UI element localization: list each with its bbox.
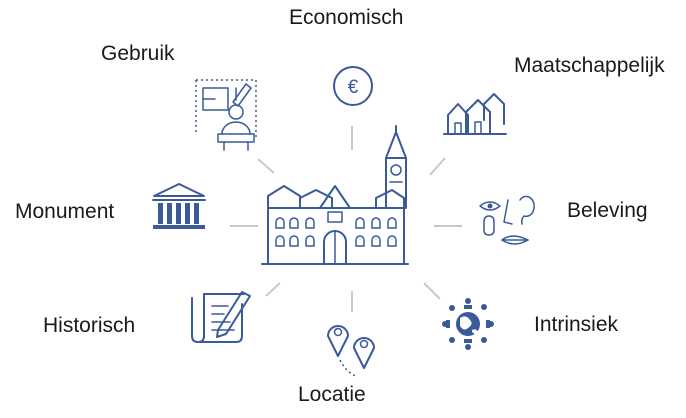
spokes (230, 126, 462, 312)
label-intrinsiek: Intrinsiek (534, 313, 619, 336)
label-monument: Monument (15, 200, 115, 223)
spoke-historisch (265, 282, 281, 297)
label-maatschappelijk: Maatschappelijk (514, 54, 665, 77)
spoke-intrinsiek (423, 282, 441, 300)
document-pen-icon (191, 291, 251, 343)
label-beleving: Beleving (567, 199, 648, 222)
label-historisch: Historisch (43, 314, 136, 337)
label-locatie: Locatie (298, 383, 366, 406)
senses-face-icon (479, 195, 535, 245)
label-gebruik: Gebruik (101, 42, 175, 65)
spoke-gebruik (257, 158, 275, 174)
town-hall-icon (261, 125, 409, 265)
houses-icon (443, 93, 507, 135)
euro-symbol: € (348, 77, 359, 98)
map-pins-icon (327, 325, 375, 377)
label-economisch: Economisch (289, 6, 404, 29)
classical-building-icon (152, 183, 206, 229)
people-ring (442, 298, 494, 350)
floorplan-architect-icon (195, 79, 257, 151)
globe-people-icon (442, 298, 494, 350)
euro-coin-icon: € (333, 66, 373, 106)
spoke-maatschappelijk (429, 157, 446, 176)
